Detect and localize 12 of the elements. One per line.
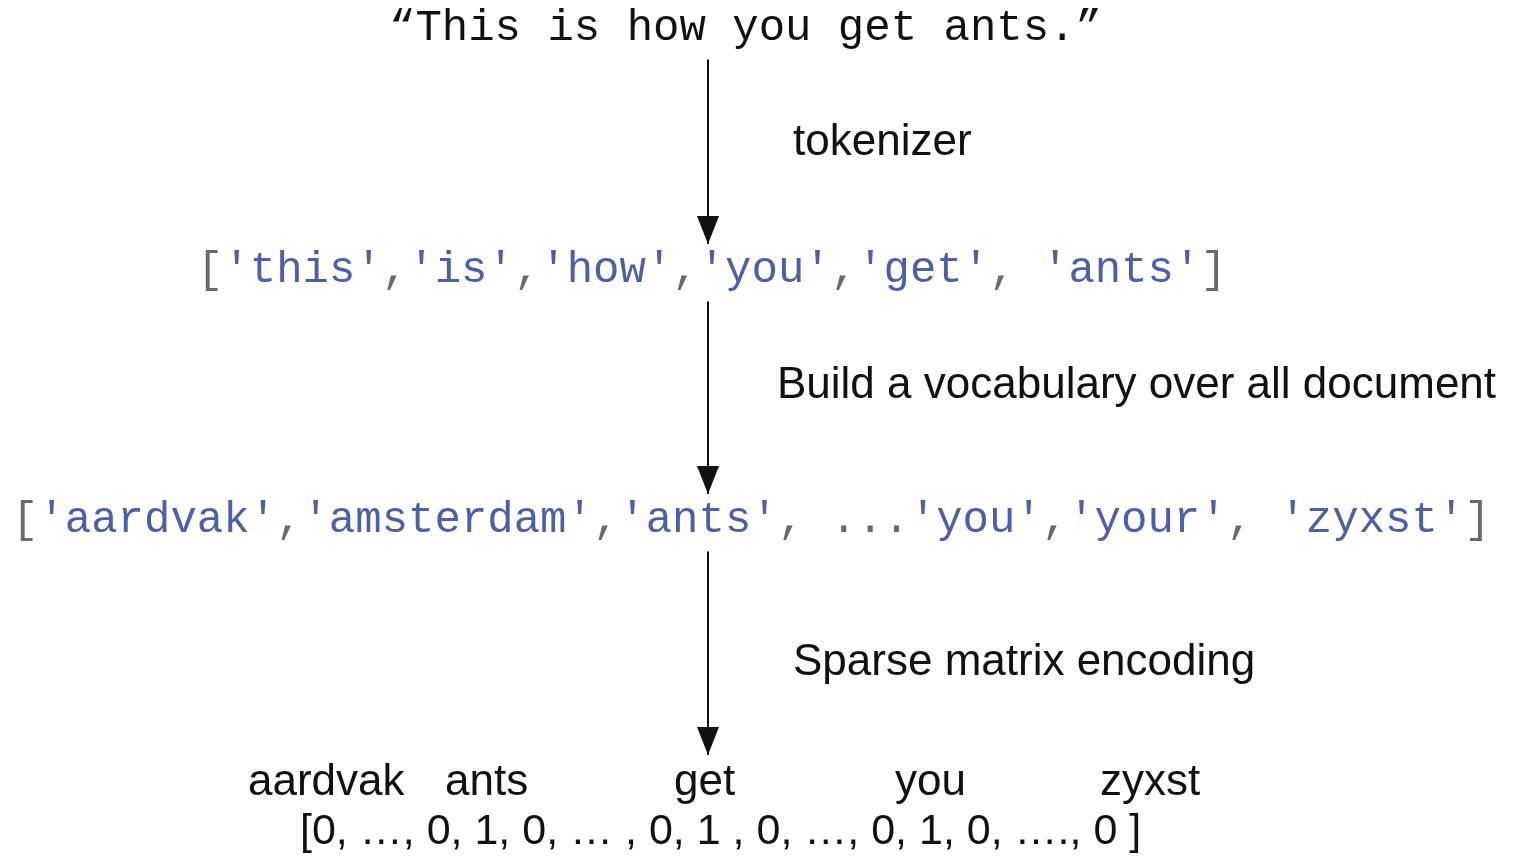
column-header: aardvak [248,756,405,805]
vocabulary-list: ['aardvak','amsterdam','ants', ...'you','your', 'zyxst'] [12,495,1491,546]
arrow [697,300,719,495]
token-list: ['this','is','how','you','get', 'ants'] [197,245,1227,296]
column-header: get [674,756,736,805]
column-header: ants [445,756,529,805]
arrow [697,58,719,245]
arrow [697,550,719,756]
column-header: you [895,756,966,805]
column-header: zyxst [1100,756,1201,805]
vector-text: [0, …, 0, 1, 0, … , 0, 1 , 0, …, 0, 1, 0, …., 0 ] [300,806,1142,854]
quote-text: “This is how you get ants.” [389,3,1102,54]
